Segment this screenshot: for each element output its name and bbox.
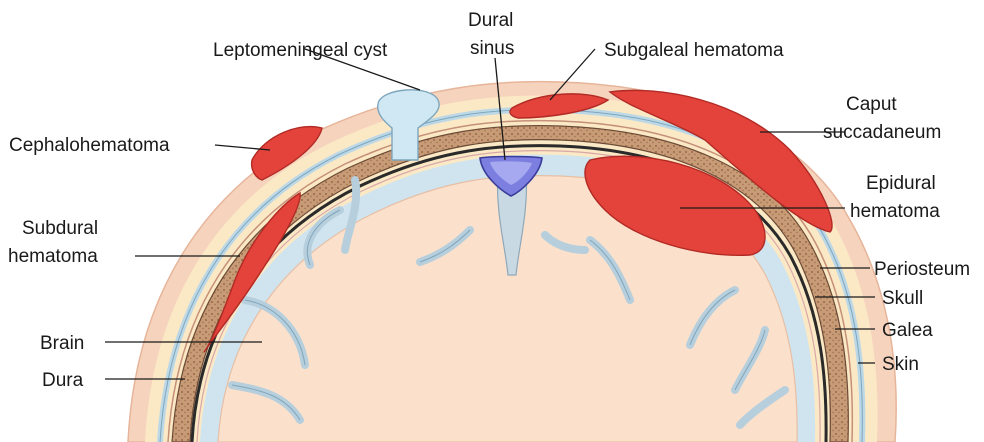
label-epidural-2: hematoma — [850, 201, 940, 222]
label-caput-2: succadaneum — [823, 122, 941, 143]
label-subgaleal-hematoma: Subgaleal hematoma — [604, 40, 784, 61]
label-dural-sinus-1: Dural — [468, 10, 513, 31]
label-dura: Dura — [42, 370, 84, 391]
label-dural-sinus-2: sinus — [470, 38, 514, 59]
label-caput-1: Caput — [846, 94, 897, 115]
label-skull: Skull — [882, 288, 923, 309]
label-subdural-1: Subdural — [22, 218, 98, 239]
label-brain: Brain — [40, 333, 84, 354]
label-epidural-1: Epidural — [866, 173, 936, 194]
label-galea: Galea — [882, 320, 933, 341]
label-subdural-2: hematoma — [8, 246, 98, 267]
label-skin: Skin — [882, 354, 919, 375]
label-leptomeningeal-cyst: Leptomeningeal cyst — [213, 40, 388, 61]
label-periosteum: Periosteum — [874, 259, 970, 280]
label-cephalohematoma: Cephalohematoma — [9, 135, 170, 156]
